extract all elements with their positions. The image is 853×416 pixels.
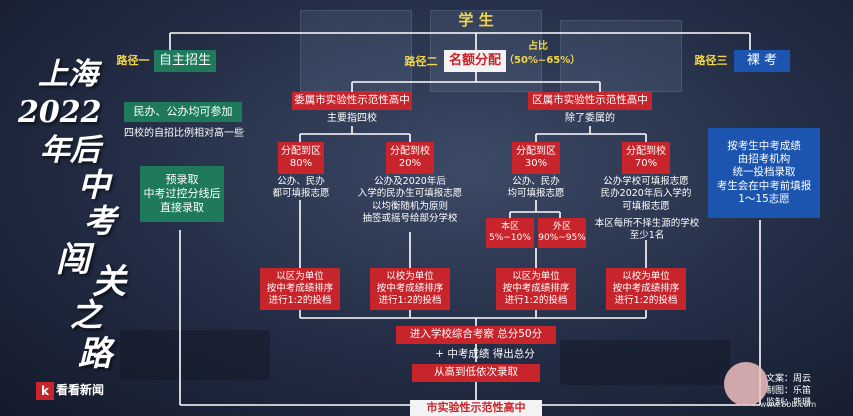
path2-name: 名额分配 — [444, 50, 506, 72]
left-branch-a-head: 分配到区 — [281, 145, 321, 157]
right-branch-title: 区属市实验性示范性高中 — [528, 92, 652, 110]
path3-tag: 路径三 — [694, 54, 728, 67]
background-desk — [120, 330, 270, 380]
credit-copy: 文案：周云 — [766, 374, 812, 384]
path1-desc-head: 民办、公办均可参加 — [124, 102, 242, 122]
other-district-pct: 90%~95% — [538, 233, 586, 243]
local-district-pct: 5%~10% — [489, 233, 531, 243]
path2-tag: 路径二 — [404, 55, 438, 68]
path2-ratio-label: 占比 — [528, 41, 548, 52]
right-branch-note: 除了委属的 — [565, 113, 615, 124]
rank-box-school-left: 以校为单位 按中考成绩排序 进行1:2的投档 — [370, 268, 450, 310]
right-branch-a-desc: 公办、民办 均可填报志愿 — [507, 176, 565, 200]
title-line3: 年后 — [40, 133, 100, 168]
right-branch-b-head: 分配到校 — [626, 145, 666, 157]
background-desk — [560, 340, 730, 385]
right-branch-a-box: 分配到区 30% — [512, 142, 560, 174]
path1-tag: 路径一 — [116, 54, 150, 67]
step-admit-order: 从高到低依次录取 — [412, 364, 540, 382]
title-big-char: 闯 — [56, 240, 90, 280]
student-label: 学 生 — [458, 11, 494, 29]
title-big-char: 之 — [70, 296, 103, 334]
left-branch-b-box: 分配到校 20% — [386, 142, 434, 174]
left-branch-note: 主要指四校 — [327, 113, 377, 124]
step-school-assessment: 进入学校综合考察 总分50分 — [396, 326, 556, 344]
title-line2: 2022 — [18, 95, 102, 130]
credit-supervisor: 监制：熊珊 — [766, 398, 812, 408]
credit-design: 制图：乐笛 — [766, 386, 812, 396]
rank-box-district-left: 以区为单位 按中考成绩排序 进行1:2的投档 — [260, 268, 340, 310]
step-add-score: + 中考成绩 得出总分 — [435, 348, 535, 360]
brand-name: 看看新闻 — [56, 383, 105, 397]
left-branch-title: 委属市实验性示范性高中 — [292, 92, 412, 110]
path3-desc: 按考生中考成绩 由招考机构 统一投档录取 考生会在中考前填报 1～15志愿 — [708, 128, 820, 218]
path1-desc: 四校的自招比例相对高一些 — [124, 128, 244, 139]
background-window — [560, 20, 682, 92]
left-branch-b-pct: 20% — [398, 158, 422, 169]
local-district-head: 本区 — [500, 221, 519, 232]
left-branch-b-desc: 公办及2020年后 入学的民办生可填报志愿 以均衡随机为原则 抽签或摇号给部分学… — [357, 176, 463, 225]
right-branch-a-pct: 30% — [524, 158, 548, 169]
path1-name: 自主招生 — [154, 50, 216, 72]
right-branch-b-desc: 公办学校可填报志愿 民办2020年后入学的 可填报志愿 — [600, 176, 692, 212]
watermark-url: www.8bb.com — [759, 400, 817, 409]
right-branch-a-head: 分配到区 — [516, 145, 556, 157]
title-line1: 上海 — [38, 57, 98, 92]
rank-box-school-right: 以校为单位 按中考成绩排序 进行1:2的投档 — [606, 268, 686, 310]
background-window — [300, 10, 412, 92]
title-big-char: 关 — [92, 262, 126, 302]
right-branch-b-box: 分配到校 70% — [622, 142, 670, 174]
right-branch-extra: 本区每所不择生源的学校 至少1名 — [594, 218, 700, 242]
right-branch-b-pct: 70% — [634, 158, 658, 169]
rank-box-district-right: 以区为单位 按中考成绩排序 进行1:2的投档 — [496, 268, 576, 310]
other-district-head: 外区 — [552, 221, 571, 232]
title-big-char: 路 — [78, 334, 112, 374]
kankan-logo-icon: k — [36, 382, 54, 400]
left-branch-a-box: 分配到区 80% — [278, 142, 324, 174]
path2-ratio: （50%~65%） — [504, 55, 581, 66]
left-branch-a-pct: 80% — [289, 158, 313, 169]
watermark-logo-icon — [724, 362, 768, 406]
left-branch-a-desc: 公办、民办 都可填报志愿 — [272, 176, 330, 200]
left-branch-b-head: 分配到校 — [390, 145, 430, 157]
title-big-char: 考 — [84, 202, 117, 240]
path3-name: 裸 考 — [734, 50, 790, 72]
path1-pre-admit: 预录取 中考过控分线后 直接录取 — [140, 166, 224, 222]
other-district-box: 外区 90%~95% — [538, 218, 586, 248]
local-district-box: 本区 5%~10% — [486, 218, 534, 248]
final-school-type: 市实验性示范性高中 — [410, 400, 542, 416]
title-big-char: 中 — [78, 166, 111, 204]
